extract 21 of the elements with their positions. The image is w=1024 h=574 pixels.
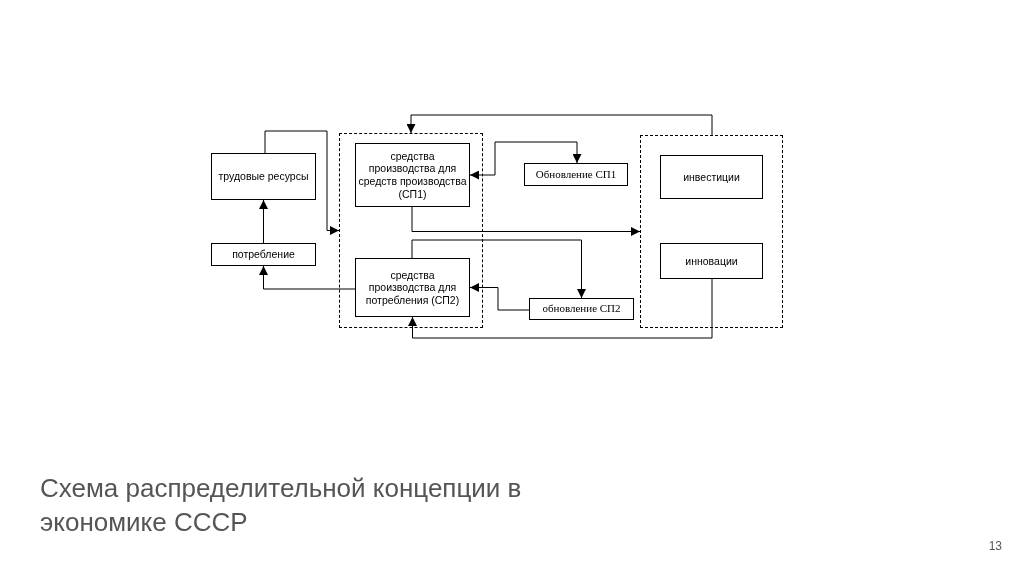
process-box: инновации xyxy=(660,243,763,279)
process-box: средства производства для потребления (СП2) xyxy=(355,258,470,317)
arrow xyxy=(264,130,340,235)
arrow xyxy=(259,199,268,244)
arrow xyxy=(259,265,356,290)
dashed-group-box xyxy=(339,133,483,328)
arrow xyxy=(411,239,586,299)
arrow xyxy=(408,278,713,339)
dashed-group-box xyxy=(640,135,783,328)
page-number: 13 xyxy=(988,538,1002,555)
process-box: потребление xyxy=(211,243,316,266)
process-box: трудовые ресурсы xyxy=(211,153,316,200)
process-box: Обновление СП1 xyxy=(524,163,628,186)
process-box: обновление СП2 xyxy=(529,298,634,320)
arrow xyxy=(469,141,582,180)
process-box: средства производства для средств производства (СП1) xyxy=(355,143,470,207)
arrow xyxy=(411,206,641,236)
arrow xyxy=(406,114,713,136)
process-box: инвестиции xyxy=(660,155,763,199)
slide-title: Схема распределительной концепции в экономике СССР xyxy=(40,472,523,539)
arrow xyxy=(469,283,530,311)
